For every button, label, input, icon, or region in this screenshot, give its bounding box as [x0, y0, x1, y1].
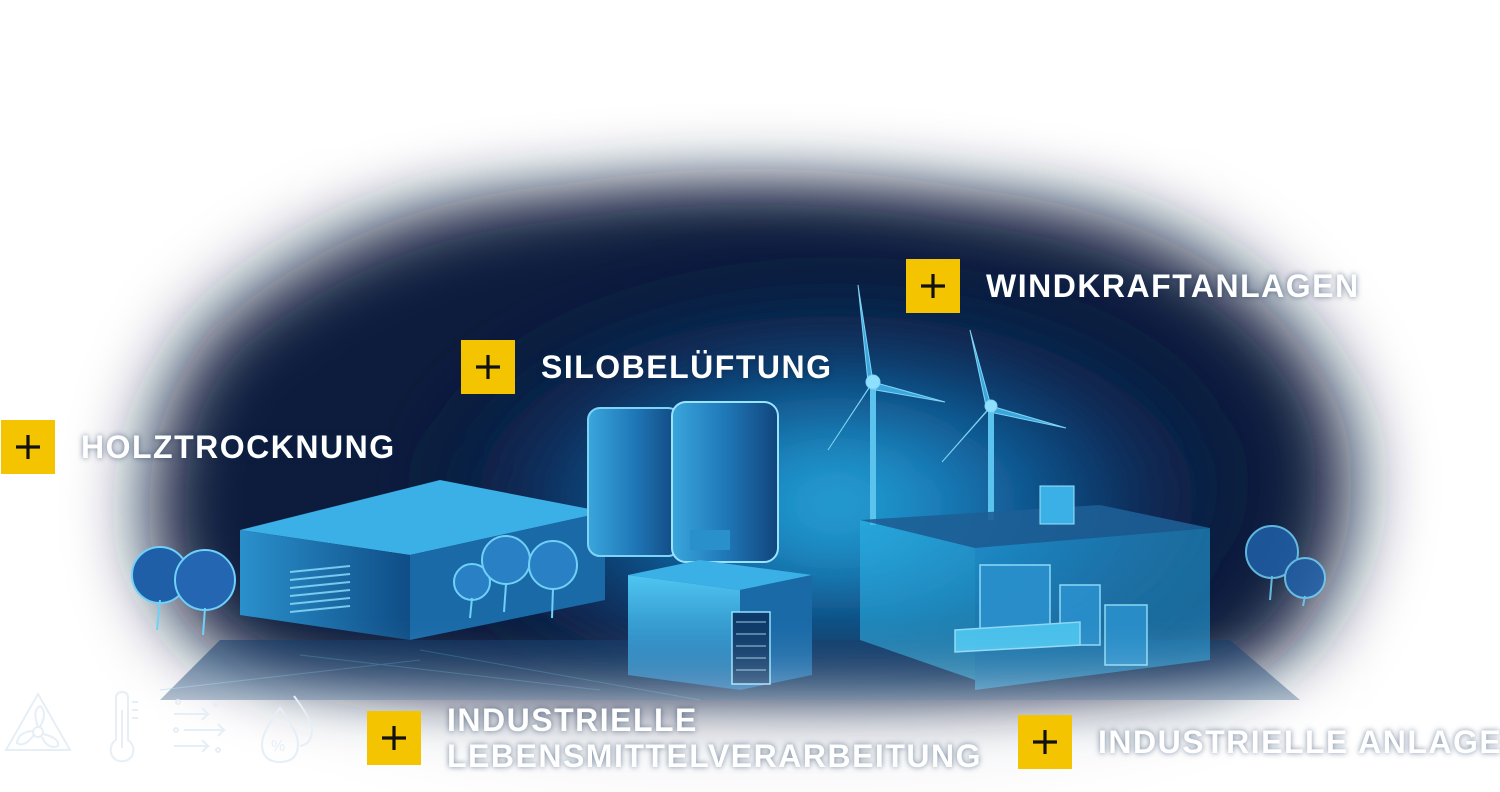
hotspot-label: INDUSTRIELLE LEBENSMITTELVERARBEITUNG	[447, 702, 982, 774]
plus-button[interactable]	[461, 340, 515, 394]
plus-icon	[16, 435, 40, 459]
industrial-hall	[860, 485, 1210, 690]
hotspot-label: INDUSTRIELLE ANLAGEN	[1098, 724, 1500, 760]
hotspot-silobelueftung[interactable]: SILOBELÜFTUNG	[461, 340, 832, 394]
plus-icon	[921, 274, 945, 298]
airflow-icon	[173, 699, 227, 753]
plus-icon	[382, 726, 406, 750]
plus-icon	[1033, 730, 1057, 754]
hotspot-label-line2: LEBENSMITTELVERARBEITUNG	[447, 738, 982, 774]
wind-turbine-1	[827, 284, 946, 525]
trees-right	[1245, 525, 1326, 607]
hotspot-label: HOLZTROCKNUNG	[81, 429, 396, 465]
hotspot-label: SILOBELÜFTUNG	[541, 349, 833, 385]
trees-left	[131, 535, 578, 636]
hotspot-label-line1: INDUSTRIELLE	[447, 702, 698, 738]
hotspot-lebensmittelverarbeitung[interactable]: INDUSTRIELLE LEBENSMITTELVERARBEITUNG	[367, 702, 982, 774]
plus-button[interactable]	[1, 420, 55, 474]
hotspot-label: WINDKRAFTANLAGEN	[986, 268, 1360, 304]
silos	[587, 401, 812, 690]
svg-text:%: %	[271, 738, 285, 755]
hotspot-holztrocknung[interactable]: HOLZTROCKNUNG	[1, 420, 396, 474]
plus-button[interactable]	[367, 711, 421, 765]
hotspot-industrielle-anlagen[interactable]: INDUSTRIELLE ANLAGEN	[1018, 715, 1500, 769]
feature-icon-strip: %	[0, 690, 314, 770]
fan-icon	[4, 691, 72, 751]
hotspot-windkraftanlagen[interactable]: WINDKRAFTANLAGEN	[906, 259, 1360, 313]
plus-button[interactable]	[906, 259, 960, 313]
humidity-icon: %	[260, 695, 314, 764]
plus-button[interactable]	[1018, 715, 1072, 769]
plus-icon	[476, 355, 500, 379]
wind-turbine-2	[941, 329, 1067, 520]
thermometer-icon	[109, 690, 138, 763]
